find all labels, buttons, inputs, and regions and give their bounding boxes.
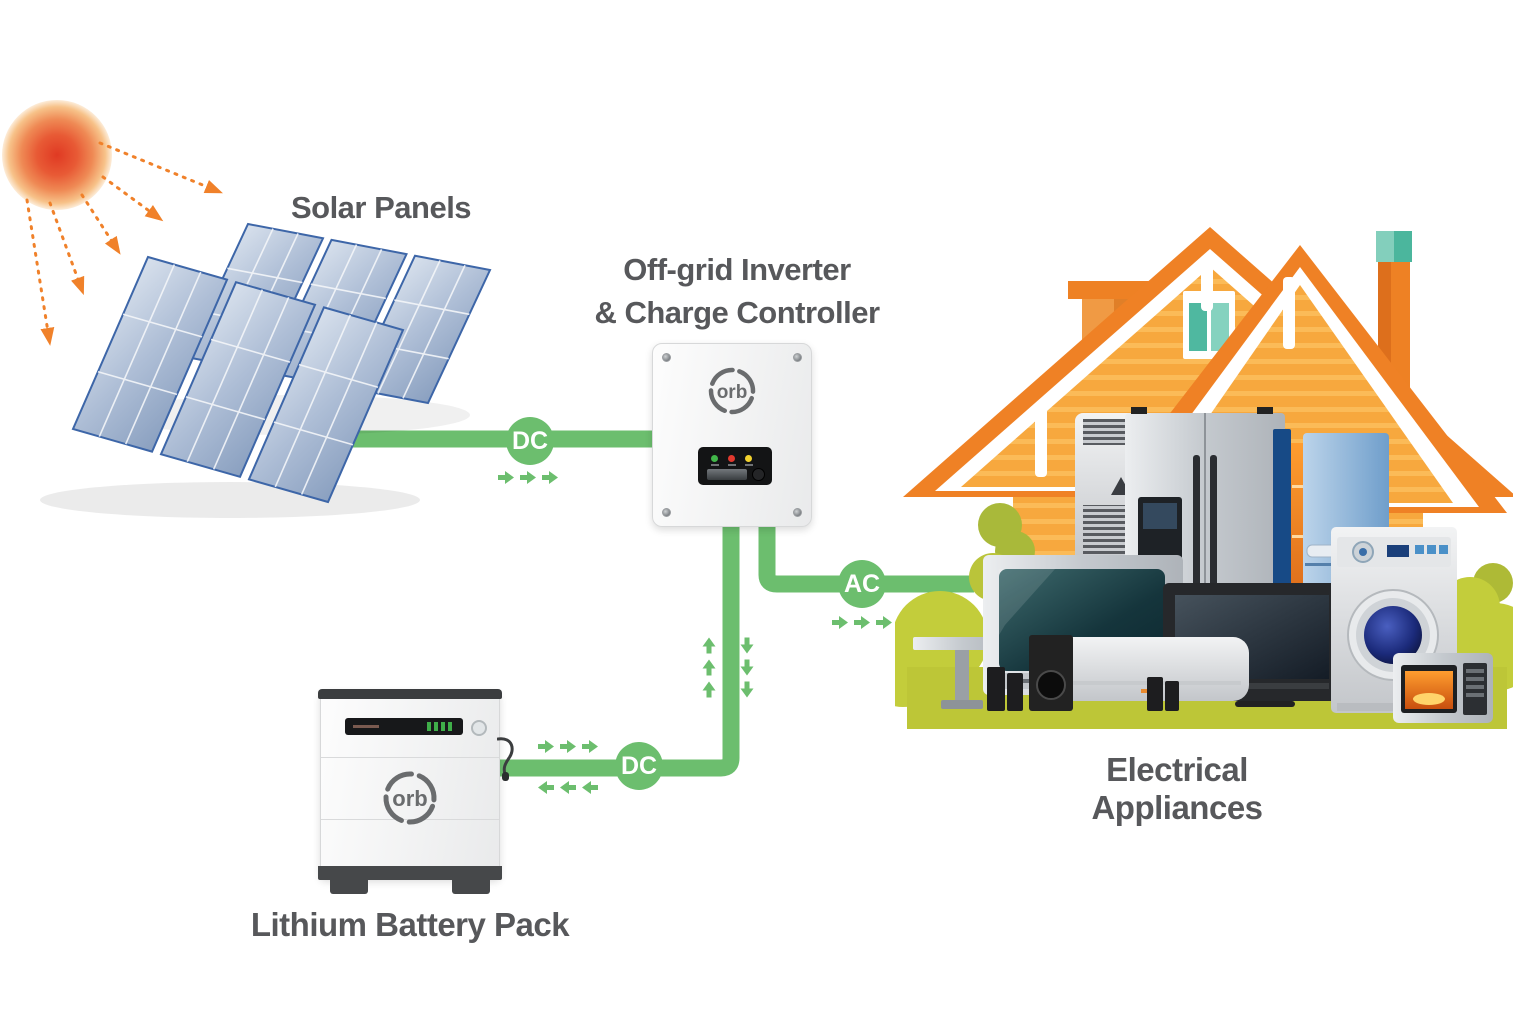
charge-segment <box>434 722 438 731</box>
orb-logo-text: orb <box>392 786 427 811</box>
battery-cable <box>497 737 514 781</box>
gable-window <box>1183 291 1235 359</box>
riser-flow-arrows-up <box>702 637 716 697</box>
battery-flow-arrows-discharge <box>538 780 598 794</box>
battery-button <box>471 720 487 736</box>
inverter-lcd <box>707 469 747 480</box>
battery-dc-line <box>500 518 740 777</box>
fault-led <box>728 455 735 462</box>
battery-flow-arrows-charge <box>538 739 598 753</box>
run-led <box>711 455 718 462</box>
charge-segment <box>448 722 452 731</box>
battery-label: Lithium Battery Pack <box>250 906 570 943</box>
solar-panel-array <box>30 200 530 530</box>
dc-badge-pv: DC <box>506 417 554 465</box>
house-illustration <box>895 227 1513 729</box>
dc-badge-battery: DC <box>615 742 663 790</box>
screw-icon <box>793 353 802 362</box>
inverter-label-line2: & Charge Controller <box>594 295 880 330</box>
ac-badge: AC <box>838 560 886 608</box>
inverter-device: orb <box>652 343 812 527</box>
microwave <box>1393 653 1493 723</box>
screw-icon <box>662 508 671 517</box>
appliances-label: Electrical Appliances <box>1091 751 1263 826</box>
inverter-label: Off-grid Inverter & Charge Controller <box>562 248 912 334</box>
dc-flow-arrows-right <box>498 470 558 484</box>
speaker-set <box>987 635 1179 711</box>
charge-segment <box>427 722 431 731</box>
roof-trim-post <box>1201 255 1213 311</box>
orb-logo: orb <box>383 771 437 825</box>
charge-segment <box>441 722 445 731</box>
ac-line <box>758 518 974 593</box>
inverter-button <box>752 468 765 481</box>
orb-logo-text: orb <box>717 382 748 403</box>
battery-device: orb <box>318 689 514 894</box>
screw-icon <box>793 508 802 517</box>
inverter-label-line1: Off-grid Inverter <box>623 252 851 287</box>
solar-panels-label: Solar Panels <box>290 190 472 225</box>
roof-trim-post <box>1035 405 1047 477</box>
inverter-display <box>698 447 772 485</box>
screw-icon <box>662 353 671 362</box>
battery-base <box>318 866 502 894</box>
battery-top-bar <box>318 689 502 699</box>
ac-flow-arrows-right <box>832 615 892 629</box>
com-led <box>745 455 752 462</box>
riser-flow-arrows-down <box>740 637 754 697</box>
battery-display-strip <box>345 718 463 735</box>
sun-icon <box>2 100 112 210</box>
orb-logo: orb <box>708 367 756 415</box>
sun-rays <box>25 141 223 346</box>
